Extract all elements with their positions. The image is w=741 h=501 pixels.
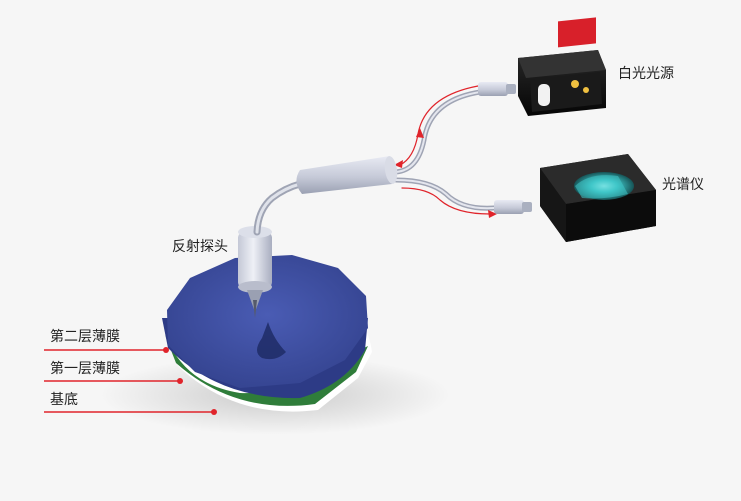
fiber-splitter [296,156,398,194]
connector-spectrometer [494,200,532,214]
leader-dot-film-layer-1 [177,378,183,384]
label-substrate: 基底 [50,392,78,408]
spectrometer-device [540,154,656,242]
label-film-layer-2: 第二层薄膜 [50,329,120,345]
arrow-to-splitter [394,160,403,168]
leader-dot-film-layer-2 [163,347,169,353]
leader-dot-substrate [211,409,217,415]
light-spot [257,322,286,360]
white-light-source-device [518,17,606,116]
label-light-source: 白光光源 [618,66,674,82]
layer-leader-lines [44,349,214,413]
film-layer-2-top [167,255,368,388]
label-probe: 反射探头 [172,239,228,255]
arrow-to-spectrometer [488,210,497,218]
connector-light-source [478,82,516,96]
label-film-layer-1: 第一层薄膜 [50,361,120,377]
sample-stack [162,255,372,412]
light-source-board [558,17,596,48]
label-spectrometer: 光谱仪 [662,177,704,193]
arrow-from-source [416,128,424,138]
